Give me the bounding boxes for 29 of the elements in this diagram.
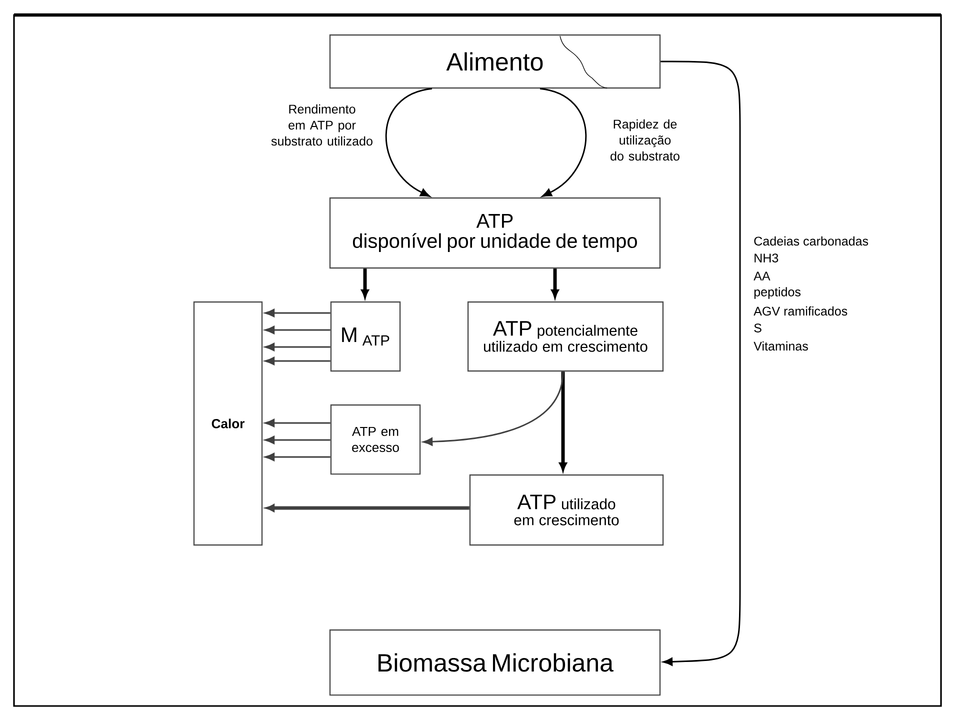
arrow bbox=[385, 88, 432, 197]
edge-label: Rapidez de utilização do substrato bbox=[594, 118, 696, 162]
arrow bbox=[264, 436, 330, 444]
arrow bbox=[422, 372, 564, 446]
arrow bbox=[264, 418, 330, 428]
arrow bbox=[264, 356, 330, 366]
arrow bbox=[266, 504, 470, 512]
process-box: ATP disponível por unidade de tempo bbox=[329, 197, 661, 269]
arrow bbox=[264, 308, 330, 318]
nutrient-label: S bbox=[754, 324, 762, 332]
arrow bbox=[264, 342, 330, 352]
arrow bbox=[264, 452, 330, 462]
nutrient-label: NH3 bbox=[754, 254, 778, 262]
heat-box: Calor bbox=[193, 301, 263, 546]
nutrient-label: AA bbox=[754, 272, 770, 280]
arrow bbox=[264, 326, 330, 334]
edge-label: Rendimento em ATP por substrato utilizado bbox=[264, 103, 380, 147]
nutrient-label: Vitaminas bbox=[754, 341, 808, 351]
nutrient-label: peptidos bbox=[754, 287, 801, 299]
arrow bbox=[660, 60, 741, 666]
arrow bbox=[540, 88, 587, 197]
food-box: Alimento bbox=[329, 34, 661, 89]
process-box: ATP em excesso bbox=[330, 404, 421, 475]
nutrient-label: Cadeias carbonadas bbox=[754, 236, 868, 246]
process-box: ATP potencialmente utilizado em crescimento bbox=[467, 301, 664, 372]
result-box: Biomassa Microbiana bbox=[329, 629, 661, 696]
nutrient-label: AGV ramificados bbox=[754, 306, 848, 316]
process-box: M $_{ATP}$ bbox=[330, 301, 401, 372]
process-box: ATP utilizado em crescimento bbox=[469, 474, 664, 546]
